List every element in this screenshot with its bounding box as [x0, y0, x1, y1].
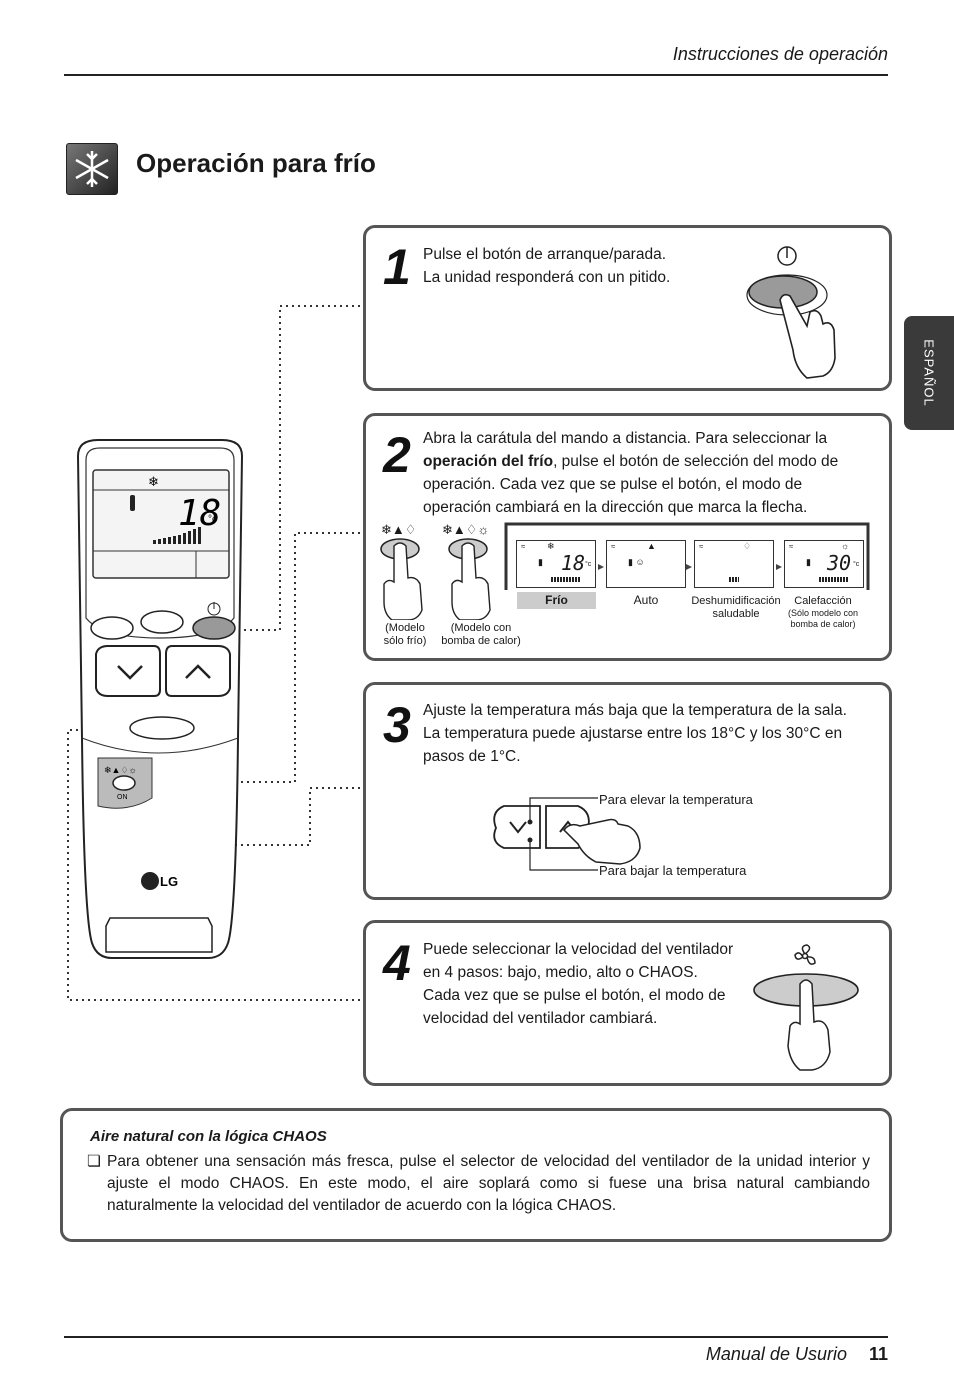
checkbox-bullet-icon: ❏: [87, 1153, 101, 1170]
heat-pump-mode-icons: ❄▲♢☼: [442, 522, 490, 537]
mode-cycle-bracket: [504, 522, 870, 590]
snowflake-icon: [66, 143, 118, 195]
chaos-note-title: Aire natural con la lógica CHAOS: [90, 1128, 327, 1145]
raise-temp-label: Para elevar la temperatura: [599, 792, 753, 807]
svg-text:❄: ❄: [148, 474, 159, 489]
lower-temp-label: Para bajar la temperatura: [599, 863, 747, 878]
step-2-text: Abra la carátula del mando a distancia. …: [423, 430, 839, 516]
cool-only-mode-icons: ❄▲♢: [381, 522, 417, 537]
svg-text:❄▲♢☼: ❄▲♢☼: [104, 765, 137, 775]
temperature-buttons-illustration: [493, 797, 641, 871]
header-section-title: Instrucciones de operación: [672, 44, 888, 64]
remote-control: ❄ 18 °c ❄▲♢☼ ON LG: [68, 438, 252, 960]
header-rule: [64, 74, 888, 76]
svg-text:°c: °c: [208, 514, 217, 525]
mode-lcd-auto: ≈ ▲ ▮ ☺: [606, 540, 686, 588]
mode-lcd-heat: ≈ ☼ ▮ 30 °c: [784, 540, 864, 588]
mode-buttons-illustration: [380, 538, 491, 620]
step-3-panel: [363, 682, 892, 900]
footer: Manual de Usurio 11: [706, 1344, 888, 1365]
fan-button-press-illustration: [753, 944, 859, 1071]
power-button-press-illustration: [746, 246, 836, 379]
page-title: Operación para frío: [136, 148, 376, 178]
connector-lines: [67, 305, 360, 1001]
step-1-number: 1: [383, 239, 411, 295]
mode-label-heat: Calefacción (Sólo modelo con bomba de ca…: [787, 595, 859, 629]
step-2-panel: [363, 413, 892, 661]
step-1-text: Pulse el botón de arranque/parada. La un…: [423, 246, 671, 286]
svg-text:ON: ON: [117, 794, 128, 801]
lg-logo-text: LG: [160, 874, 178, 889]
fan-icon: [794, 944, 816, 965]
chaos-note-body: ❏ Para obtener una sensación más fresca,…: [87, 1153, 870, 1214]
footer-rule: [64, 1336, 888, 1338]
step-2-number: 2: [383, 427, 411, 483]
mode-label-auto: Auto: [633, 593, 659, 607]
manual-name: Manual de Usurio: [705, 1344, 847, 1364]
mode-lcd-dry: ≈ ♢: [694, 540, 774, 588]
mode-lcd-cool: ≈ ❄ ▮ 18 °c: [516, 540, 596, 588]
step-3-number: 3: [383, 697, 411, 753]
page-number: 11: [868, 1344, 888, 1364]
language-tab: ESPAÑOL: [904, 316, 954, 430]
step-4-number: 4: [383, 935, 411, 991]
mode-label-cool: Frío: [517, 592, 596, 609]
step-3-text: Ajuste la temperatura más baja que la te…: [423, 702, 847, 765]
step-4-text: Puede seleccionar la velocidad del venti…: [423, 941, 734, 1027]
chaos-note-box: [60, 1108, 892, 1242]
